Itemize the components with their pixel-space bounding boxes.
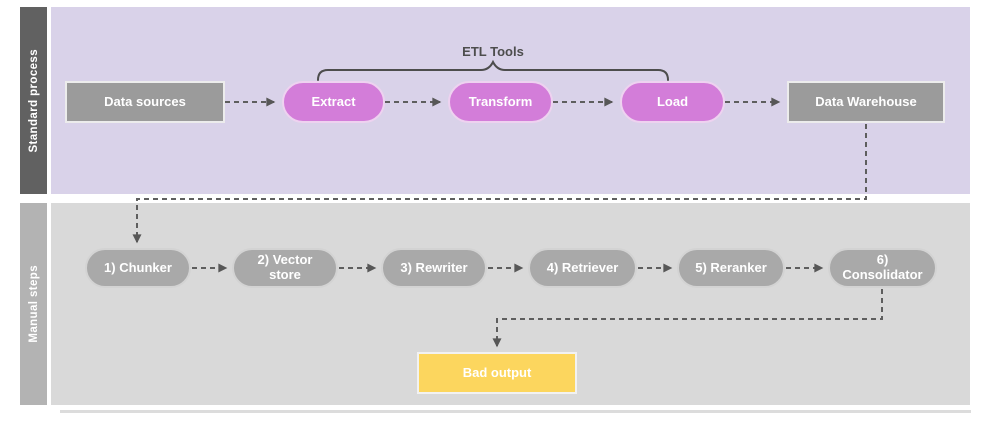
node-chunker: 1) Chunker (85, 248, 191, 288)
lane-label-manual-steps: Manual steps (27, 265, 40, 343)
node-load-label: Load (656, 93, 689, 109)
node-bad-output: Bad output (417, 352, 577, 394)
node-consolidator-label: 6) Consolidator (842, 252, 923, 282)
node-data-sources: Data sources (65, 81, 225, 123)
node-extract-label: Extract (311, 93, 356, 109)
node-rewriter: 3) Rewriter (381, 248, 487, 288)
node-reranker-label: 5) Reranker (695, 259, 767, 275)
node-load: Load (620, 81, 725, 123)
bottom-divider (60, 410, 971, 413)
node-data-sources-label: Data sources (104, 93, 186, 109)
node-vector-store: 2) Vector store (232, 248, 338, 288)
node-data-warehouse: Data Warehouse (787, 81, 945, 123)
node-consolidator: 6) Consolidator (828, 248, 937, 288)
node-rewriter-label: 3) Rewriter (400, 259, 468, 275)
node-transform: Transform (448, 81, 553, 123)
node-retriever: 4) Retriever (528, 248, 637, 288)
node-vector-store-label: 2) Vector store (257, 252, 313, 282)
node-transform-label: Transform (468, 93, 533, 109)
lane-header-manual-steps: Manual steps (20, 203, 47, 405)
lane-label-standard-process: Standard process (27, 48, 40, 153)
node-bad-output-label: Bad output (462, 364, 532, 380)
lane-header-standard-process: Standard process (20, 7, 47, 194)
node-chunker-label: 1) Chunker (104, 259, 172, 275)
etl-tools-label: ETL Tools (462, 44, 524, 59)
node-extract: Extract (282, 81, 385, 123)
node-data-warehouse-label: Data Warehouse (815, 93, 917, 109)
node-reranker: 5) Reranker (677, 248, 785, 288)
node-retriever-label: 4) Retriever (546, 259, 619, 275)
